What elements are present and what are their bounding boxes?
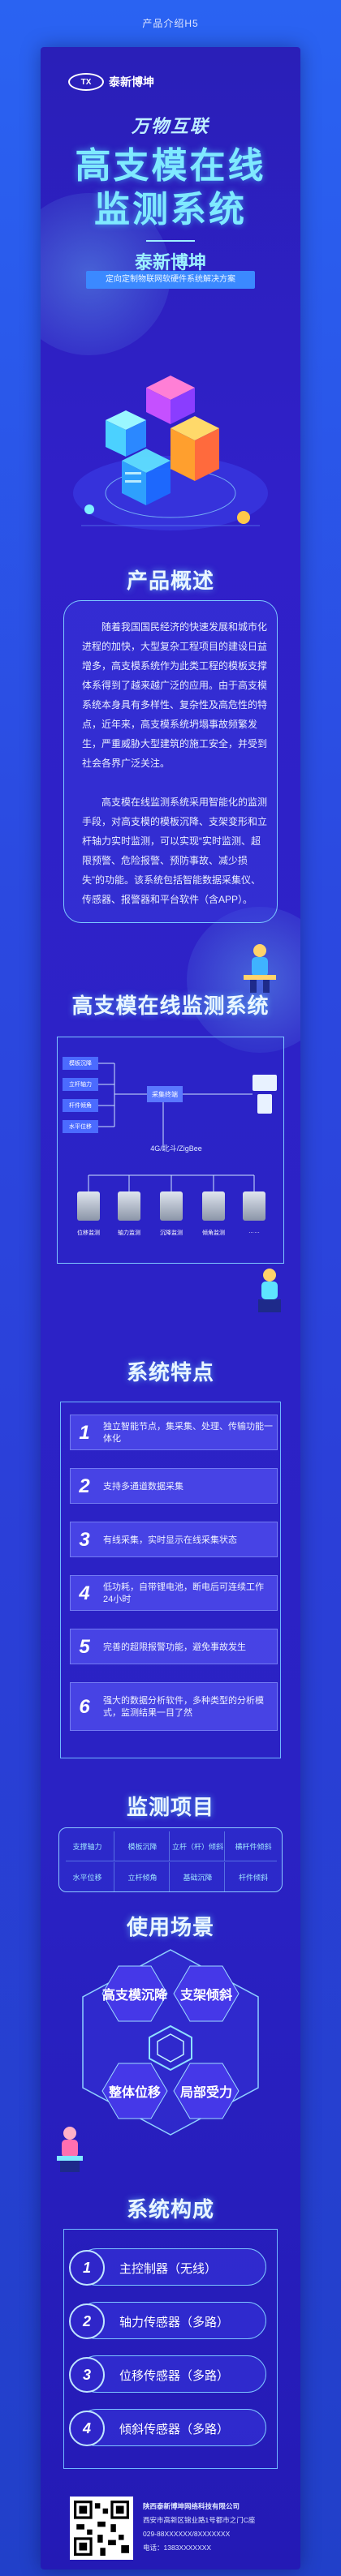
feature-text: 支持多通道数据采集 <box>103 1481 183 1492</box>
monitoring-item: 模板沉降 <box>116 1831 170 1861</box>
logo-text: 泰新博坤 <box>109 75 154 88</box>
scene-item: 支架倾斜 <box>179 1989 232 2003</box>
data-collector-device <box>118 1191 140 1221</box>
composition-label: 位移传感器（多路） <box>119 2368 230 2383</box>
feature-item: 6 强大的数据分析软件，多种类型的分析模式，监测结果一目了然 <box>70 1682 278 1731</box>
brand-logo: TX 泰新博坤 <box>68 73 154 91</box>
composition-label: 轴力传感器（多路） <box>119 2315 230 2329</box>
company-name: 泰新博坤 <box>134 252 206 273</box>
monitoring-item: 杆件倾斜 <box>238 1873 268 1882</box>
contact-tel[interactable]: 029-88XXXXXX/8XXXXXXX <box>143 2530 231 2538</box>
diagram-sensor-box: 模板沉降 <box>63 1057 98 1070</box>
slogan: 万物互联 <box>131 116 209 136</box>
diagram-sensor-box: 水平位移 <box>63 1120 98 1133</box>
diagram-sensor-box: 立杆轴力 <box>63 1078 98 1091</box>
features-frame <box>60 1402 281 1758</box>
system-diagram: 模板沉降 立杆轴力 杆件倾角 水平位移 采集终端 4G/北斗/ZigBee 位移… <box>57 1037 284 1264</box>
data-collector-device <box>202 1191 225 1221</box>
diagram-sensor-box: 杆件倾角 <box>63 1099 98 1112</box>
overview-paragraph-2: 高支模在线监测系统采用智能化的监测手段，对高支模的模板沉降、支架变形和立杆轴力实… <box>82 796 268 905</box>
composition-item: 4 倾斜传感器（多路） <box>69 2409 266 2446</box>
composition-number: 2 <box>69 2303 105 2339</box>
hero-title-line2: 监测系统 <box>94 190 247 230</box>
feature-text: 强大的数据分析软件，多种类型的分析模式，监测结果一目了然 <box>103 1696 264 1718</box>
qr-code-icon <box>74 2501 129 2556</box>
feature-text: 低功耗，自带锂电池，断电后可连续工作24小时 <box>103 1582 264 1604</box>
composition-item: 2 轴力传感器（多路） <box>69 2302 266 2339</box>
data-collector-device <box>160 1191 183 1221</box>
monitoring-item: 水平位移 <box>61 1862 114 1891</box>
contact-address: 西安市高新区锦业路1号都市之门C座 <box>143 2516 256 2524</box>
data-collector-device <box>243 1191 265 1221</box>
monitoring-title: 监测项目 <box>126 1795 214 1819</box>
feature-item: 2 支持多通道数据采集 <box>70 1468 278 1504</box>
contact-company: 陕西泰新博坤网络科技有限公司 <box>143 2502 240 2510</box>
feature-item: 4 低功耗，自带锂电池，断电后可连续工作24小时 <box>70 1575 278 1611</box>
feature-item: 1 独立智能节点，集采集、处理、传输功能一体化 <box>70 1415 278 1450</box>
feature-number: 5 <box>79 1636 90 1658</box>
feature-item: 5 完善的超限报警功能，避免事故发生 <box>70 1629 278 1664</box>
data-collector-device <box>77 1191 100 1221</box>
network-label: 4G/北斗/ZigBee <box>150 1144 202 1153</box>
composition-item: 1 主控制器（无线） <box>69 2248 266 2286</box>
device-label: 沉降监测 <box>160 1230 183 1236</box>
composition-label: 主控制器（无线） <box>119 2261 218 2276</box>
scenes-hexagon-graphic <box>82 1949 259 2136</box>
hero-title-line1: 高支模在线 <box>75 146 266 186</box>
page-top-title: 产品介绍H5 <box>142 17 199 29</box>
composition-item: 3 位移传感器（多路） <box>69 2355 266 2393</box>
overview-card: 随着我国国民经济的快速发展和城市化进程的加快，大型复杂工程项目的建设日益增多，高… <box>63 600 278 923</box>
device-label: …… <box>248 1229 260 1234</box>
person-with-laptop-icon <box>57 2127 83 2172</box>
monitoring-items-grid: 支撑轴力 模板沉降 立杆（杆）倾斜 横杆件倾斜 水平位移 立杆倾角 基础沉降 杆… <box>58 1827 283 1892</box>
monitoring-item: 横杆件倾斜 <box>235 1842 272 1851</box>
composition-label: 倾斜传感器（多路） <box>119 2422 230 2436</box>
composition-title: 系统构成 <box>126 2197 214 2222</box>
contact-section: 陕西泰新博坤网络科技有限公司 西安市高新区锦业路1号都市之门C座 029-88X… <box>70 2497 281 2561</box>
feature-number: 4 <box>79 1582 90 1604</box>
diagram-hub: 采集终端 <box>147 1086 183 1102</box>
contact-phone[interactable]: 电话：1383XXXXXXX <box>143 2544 212 2552</box>
isometric-server-illustration <box>73 376 268 530</box>
composition-frame <box>63 2229 278 2469</box>
feature-number: 3 <box>79 1529 90 1551</box>
logo-mark: TX <box>68 73 104 91</box>
feature-text: 完善的超限报警功能，避免事故发生 <box>103 1642 246 1652</box>
scene-item: 高支模沉降 <box>101 1989 167 2003</box>
diagram-connection-lines <box>88 1063 255 1191</box>
overview-paragraph-1: 随着我国国民经济的快速发展和城市化进程的加快，大型复杂工程项目的建设日益增多，高… <box>82 621 268 769</box>
features-title: 系统特点 <box>126 1360 214 1385</box>
feature-number: 6 <box>79 1696 90 1718</box>
contact-details: 陕西泰新博坤网络科技有限公司 西安市高新区锦业路1号都市之门C座 029-88X… <box>143 2500 281 2555</box>
feature-text: 有线采集，实时显示在线采集状态 <box>103 1535 237 1545</box>
poster: TX 泰新博坤 万物互联 高支模在线 监测系统 泰新博坤 定向定制物联网软硬件系… <box>41 47 300 2570</box>
scene-item: 局部受力 <box>179 2086 232 2100</box>
composition-number: 3 <box>69 2357 105 2393</box>
feature-text: 独立智能节点，集采集、处理、传输功能一体化 <box>103 1422 273 1444</box>
monitoring-item: 立杆倾角 <box>116 1862 170 1891</box>
person-with-laptop-icon <box>244 944 276 993</box>
overview-title: 产品概述 <box>126 569 214 593</box>
system-title: 高支模在线监测系统 <box>71 994 270 1018</box>
device-label: 位移监测 <box>77 1230 100 1236</box>
feature-number: 1 <box>79 1422 90 1444</box>
monitoring-item: 支撑轴力 <box>61 1831 114 1861</box>
hero-title: 高支模在线 监测系统 <box>41 144 300 232</box>
mobile-devices-icon <box>253 1075 277 1114</box>
title-divider <box>146 240 195 242</box>
monitoring-item: 立杆（杆）倾斜 <box>171 1831 225 1861</box>
composition-number: 1 <box>69 2250 105 2286</box>
feature-number: 2 <box>79 1475 90 1497</box>
device-label: 轴力监测 <box>118 1230 140 1236</box>
scene-item: 整体位移 <box>108 2086 161 2100</box>
qr-code[interactable] <box>70 2497 133 2560</box>
composition-number: 4 <box>69 2411 105 2446</box>
tagline: 定向定制物联网软硬件系统解决方案 <box>86 271 255 289</box>
feature-item: 3 有线采集，实时显示在线采集状态 <box>70 1522 278 1557</box>
person-sitting-icon <box>258 1269 281 1312</box>
scenes-title: 使用场景 <box>126 1915 214 1939</box>
device-label: 倾角监测 <box>202 1230 225 1236</box>
monitoring-item: 基础沉降 <box>171 1862 225 1891</box>
